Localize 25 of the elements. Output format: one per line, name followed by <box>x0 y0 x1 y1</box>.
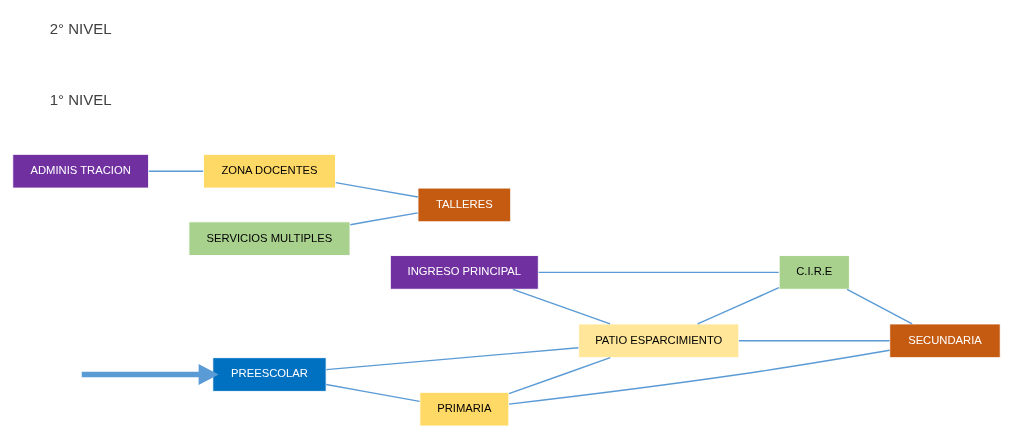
node-box: SECUNDARIA <box>889 323 1001 359</box>
node-box: C.I.R.E <box>778 255 850 290</box>
node-box: ZONA DOCENTES <box>202 153 336 189</box>
node-box: PATIO ESPARCIMIENTO <box>578 323 740 359</box>
node-box: SERVICIOS MULTIPLES <box>188 221 351 256</box>
connector <box>349 212 419 226</box>
connector <box>335 181 419 198</box>
connector <box>148 170 204 172</box>
connector <box>738 340 891 342</box>
connector <box>508 349 891 405</box>
node-box: PRIMARIA <box>419 391 510 427</box>
label: 1° NIVEL <box>49 91 112 109</box>
connector <box>512 288 611 325</box>
label: 2° NIVEL <box>49 20 112 38</box>
node-box: INGRESO PRINCIPAL <box>389 255 539 290</box>
connector <box>846 288 913 325</box>
connector <box>696 287 780 325</box>
node-box: ADMINIS TRACION <box>12 153 150 189</box>
connector <box>325 347 580 371</box>
connector <box>508 357 611 395</box>
node-box: TALLERES <box>417 187 512 223</box>
connector <box>537 271 780 274</box>
arrow <box>81 363 219 386</box>
connector <box>325 383 421 403</box>
node-box: PREESCOLAR <box>212 357 327 392</box>
